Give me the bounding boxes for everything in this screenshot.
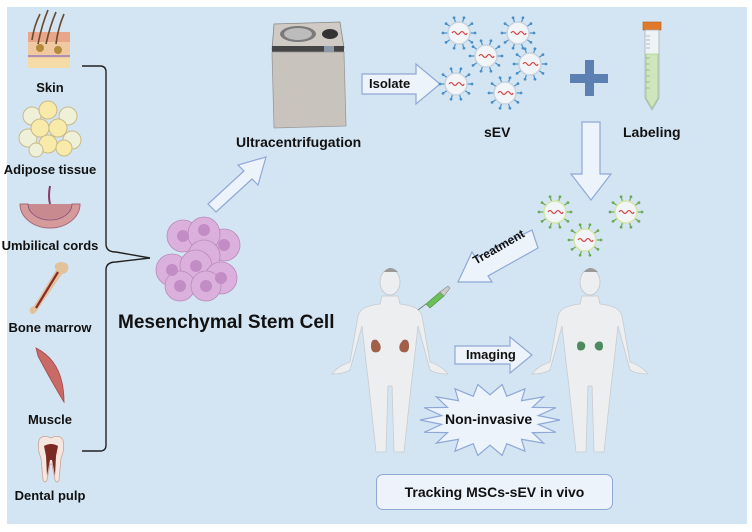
tracking-label: Tracking MSCs-sEV in vivo (404, 484, 585, 500)
tracking-box: Tracking MSCs-sEV in vivo (376, 474, 613, 510)
vesicle (441, 16, 477, 50)
skin-tissue-icon (28, 9, 70, 68)
bone-icon (29, 262, 69, 314)
centrifuge-label: Ultracentrifugation (236, 134, 362, 150)
sev-label: sEV (484, 124, 511, 140)
test-tube-icon (642, 21, 662, 111)
source-label-umbilical: Umbilical cords (1, 238, 99, 253)
isolate-label: Isolate (369, 76, 411, 91)
imaging-label: Imaging (466, 347, 516, 362)
source-label-skin: Skin (36, 80, 64, 95)
vesicle (512, 47, 548, 81)
labeled-vesicle (567, 223, 603, 257)
source-label-adipose: Adipose tissue (3, 162, 97, 177)
plus-icon (570, 60, 608, 96)
vesicle (468, 39, 504, 73)
labeled-vesicle (537, 195, 573, 229)
syringe-icon (417, 285, 451, 311)
stem-cell-cluster-icon (155, 216, 241, 302)
msc-label: Mesenchymal Stem Cell (118, 312, 335, 333)
umbilical-cord-icon (19, 185, 81, 229)
vesicle (438, 67, 474, 101)
vesicle (487, 76, 523, 110)
labeled-vesicle (608, 195, 644, 229)
human-body-right-icon (531, 268, 649, 453)
adipose-cells-icon (18, 100, 82, 158)
burst-shape (419, 383, 561, 457)
human-body-left-icon (331, 268, 449, 453)
tooth-icon (37, 436, 65, 483)
labeling-label: Labeling (623, 124, 681, 140)
vesicle (500, 16, 536, 50)
centrifuge-icon (271, 21, 347, 129)
non-invasive-label: Non-invasive (445, 411, 533, 427)
muscle-icon (35, 347, 65, 404)
source-label-muscle: Muscle (27, 412, 73, 427)
source-label-dental-pulp: Dental pulp (14, 488, 86, 503)
source-label-bone-marrow: Bone marrow (8, 320, 92, 335)
